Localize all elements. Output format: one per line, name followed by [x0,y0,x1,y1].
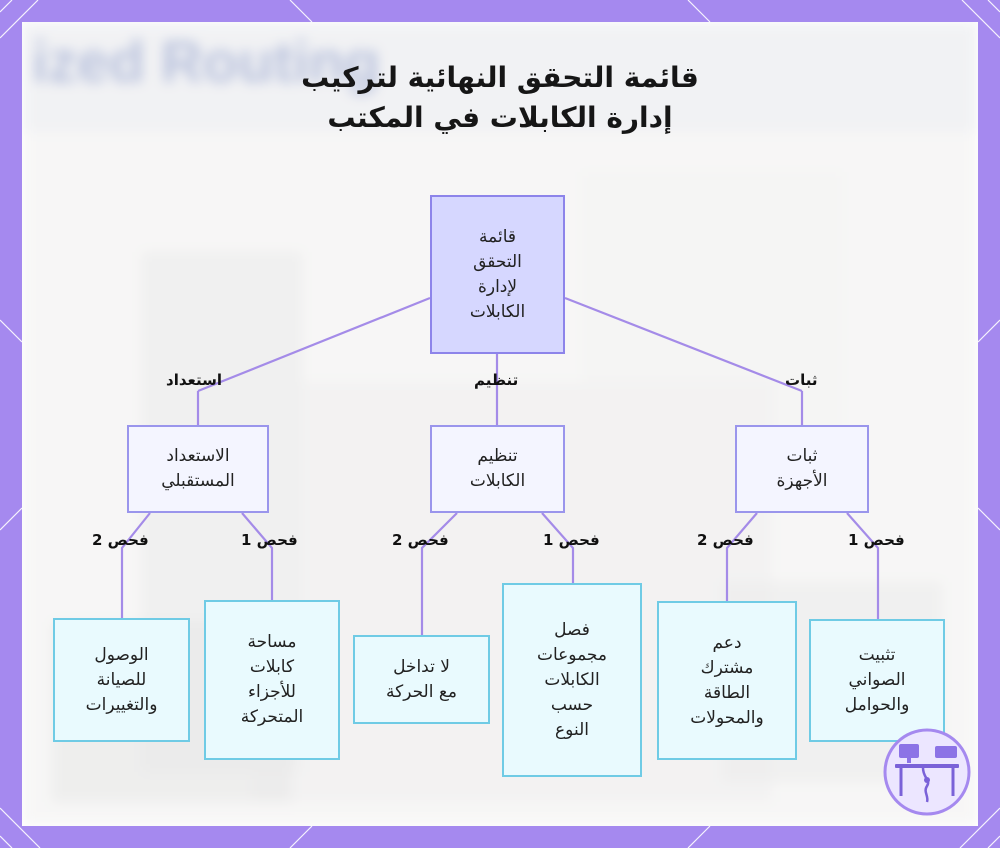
edge-label-check-2: فحص 2 [392,531,449,549]
branch-node-line: الكابلات [470,469,525,494]
branch-node-organize: تنظيم الكابلات [430,425,565,513]
root-node-line: الكابلات [470,300,525,325]
branch-node-line: ثبات [776,444,827,469]
check-node-line: مساحة [241,630,303,655]
edge-stability-check2 [727,513,757,601]
check-node-line: والمحولات [690,706,763,731]
branch-node-line: المستقبلي [161,469,235,494]
check-node-power-support: دعم مشترك الطاقة والمحولات [657,601,797,760]
check-node-line: الوصول [86,643,158,668]
check-node-line: والتغييرات [86,693,158,718]
check-node-tray-mounting: تثبيت الصواني والحوامل [809,619,945,742]
check-node-cable-slack: مساحة كابلات للأجزاء المتحركة [204,600,340,760]
edge-label-organize: تنظيم [474,371,518,389]
edge-label-check-3: فحص 1 [543,531,600,549]
root-node-line: التحقق [470,250,525,275]
edge-future-check1 [242,513,272,600]
branch-node-line: تنظيم [470,444,525,469]
check-node-no-interference: لا تداخل مع الحركة [353,635,490,724]
edge-label-future: استعداد [166,371,222,389]
check-node-line: الصواني [845,668,910,693]
edge-root-future [198,298,430,391]
check-node-line: الطاقة [690,681,763,706]
check-node-line: والحوامل [845,693,910,718]
check-node-line: لا تداخل [386,655,457,680]
root-node-line: لإدارة [470,275,525,300]
check-node-separate-groups: فصل مجموعات الكابلات حسب النوع [502,583,642,777]
branch-node-future: الاستعداد المستقبلي [127,425,269,513]
check-node-line: تثبيت [845,643,910,668]
root-node-line: قائمة [470,225,525,250]
edge-label-stability: ثبات [785,371,817,389]
check-node-line: المتحركة [241,705,303,730]
check-node-line: مع الحركة [386,680,457,705]
cable-desk-logo-icon [883,728,971,816]
edge-root-stability [565,298,802,391]
edge-future-check2 [122,513,150,618]
root-node: قائمة التحقق لإدارة الكابلات [430,195,565,354]
check-node-line: للصيانة [86,668,158,693]
check-node-line: النوع [537,718,607,743]
edge-label-check-5: فحص 1 [848,531,905,549]
branch-node-stability: ثبات الأجهزة [735,425,869,513]
edge-stability-check1 [847,513,878,619]
check-node-line: للأجزاء [241,680,303,705]
branch-node-line: الاستعداد [161,444,235,469]
branch-node-line: الأجهزة [776,469,827,494]
check-node-line: مشترك [690,656,763,681]
check-node-line: فصل [537,618,607,643]
edge-label-check-4: فحص 2 [697,531,754,549]
edge-label-check-0: فحص 2 [92,531,149,549]
check-node-line: دعم [690,631,763,656]
check-node-maintenance-access: الوصول للصيانة والتغييرات [53,618,190,742]
check-node-line: حسب [537,693,607,718]
edge-label-check-1: فحص 1 [241,531,298,549]
check-node-line: كابلات [241,655,303,680]
check-node-line: الكابلات [537,668,607,693]
check-node-line: مجموعات [537,643,607,668]
